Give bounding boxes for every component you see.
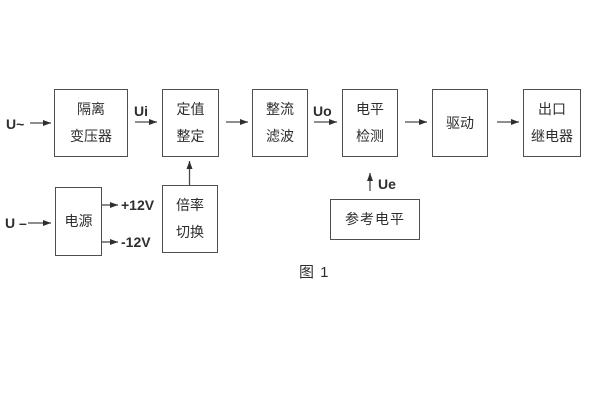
label-ac-input: U~	[6, 116, 25, 132]
node-label: 电源	[64, 213, 93, 229]
node-label: 切换	[176, 224, 204, 240]
node-label: 滤波	[266, 128, 294, 144]
node-setpoint-adjust: 定值 整定	[162, 89, 219, 157]
node-driver: 驱动	[432, 89, 488, 157]
label-rail-neg: -12V	[121, 234, 151, 250]
node-label: 参考电平	[345, 211, 405, 227]
node-rectifier-filter: 整流 滤波	[252, 89, 308, 157]
node-label: 驱动	[446, 114, 474, 131]
label-ui: Ui	[134, 103, 148, 119]
node-label: 电平	[356, 101, 384, 117]
label-ue: Ue	[378, 176, 396, 192]
node-reference-level: 参考电平	[330, 199, 420, 240]
node-isolation-transformer: 隔离 变压器	[54, 89, 128, 157]
node-power-supply: 电源	[55, 187, 102, 256]
node-ratio-switch: 倍率 切换	[162, 185, 218, 253]
node-label: 出口	[538, 101, 566, 117]
node-level-detector: 电平 检测	[342, 89, 398, 157]
node-output-relay: 出口 继电器	[523, 89, 581, 157]
label-rail-pos: +12V	[121, 197, 155, 213]
node-label: 整定	[176, 128, 205, 144]
figure-caption: 图 1	[299, 264, 330, 281]
node-label: 定值	[176, 101, 205, 117]
node-label: 变压器	[70, 128, 112, 144]
node-label: 隔离	[77, 101, 105, 117]
node-label: 检测	[356, 128, 384, 144]
label-uo: Uo	[313, 103, 332, 119]
node-label: 倍率	[176, 197, 204, 213]
label-dc-input: U –	[5, 215, 27, 231]
node-label: 继电器	[531, 128, 573, 144]
node-label: 整流	[266, 101, 294, 117]
